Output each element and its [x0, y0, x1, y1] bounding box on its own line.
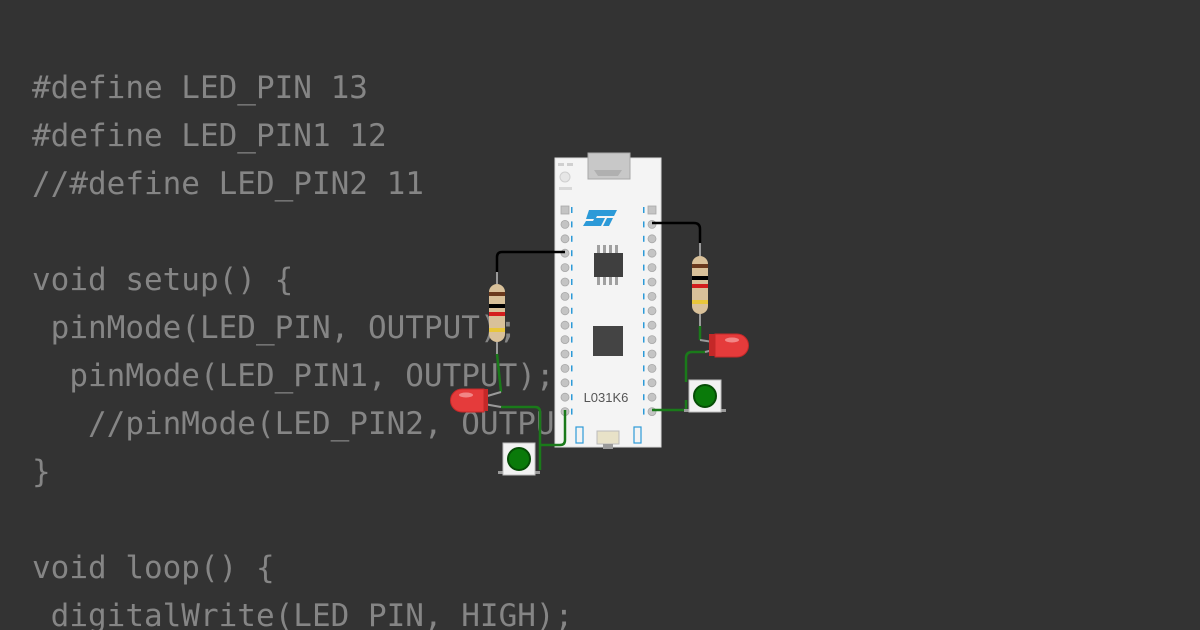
pin-silkscreen-mark — [571, 264, 573, 271]
header-pin[interactable] — [560, 306, 570, 316]
led-icon[interactable] — [450, 388, 502, 413]
smd-component — [558, 163, 564, 166]
pin-header-right — [643, 205, 657, 417]
wire-green[interactable] — [501, 405, 542, 470]
header-pin[interactable] — [647, 248, 657, 258]
pin-silkscreen-mark — [571, 394, 573, 401]
header-pin[interactable] — [560, 291, 570, 301]
pin-silkscreen-mark — [571, 322, 573, 329]
code-preview: #define LED_PIN 13 #define LED_PIN1 12 /… — [32, 64, 611, 630]
pin-silkscreen-mark — [643, 307, 645, 314]
header-pin[interactable] — [560, 234, 570, 244]
header-pin[interactable] — [647, 335, 657, 345]
pin-silkscreen-mark — [571, 235, 573, 242]
code-line: digitalWrite(LED_PIN, HIGH); — [32, 598, 574, 630]
header-pin[interactable] — [647, 291, 657, 301]
jumper — [633, 426, 642, 444]
mcu-chip — [593, 326, 623, 356]
header-pin[interactable] — [560, 320, 570, 330]
header-pin[interactable] — [647, 349, 657, 359]
code-line: //#define LED_PIN2 11 — [32, 166, 424, 202]
pin-silkscreen-mark — [643, 379, 645, 386]
pin-silkscreen-mark — [571, 336, 573, 343]
code-line: pinMode(LED_PIN1, OUTPUT); — [32, 358, 555, 394]
st-logo-icon — [583, 210, 617, 226]
pin-silkscreen-mark — [643, 235, 645, 242]
board-model-label: L031K6 — [584, 390, 629, 405]
smd-component — [567, 163, 573, 166]
resistor-icon[interactable] — [692, 243, 708, 326]
pin-silkscreen-mark — [571, 365, 573, 372]
pin-silkscreen-mark — [643, 221, 645, 228]
header-pin[interactable] — [560, 277, 570, 287]
pin-silkscreen-mark — [571, 379, 573, 386]
pin-silkscreen-mark — [571, 221, 573, 228]
smd-component — [559, 187, 572, 190]
pin-silkscreen-mark — [643, 365, 645, 372]
wire-green[interactable] — [495, 353, 503, 393]
header-pin[interactable] — [647, 234, 657, 244]
header-pin[interactable] — [647, 378, 657, 388]
pin-silkscreen-mark — [643, 264, 645, 271]
header-pin[interactable] — [560, 392, 570, 402]
header-pin[interactable] — [647, 219, 657, 229]
pin-header-left — [560, 205, 573, 417]
header-pin[interactable] — [647, 363, 657, 373]
pin-silkscreen-mark — [571, 279, 573, 285]
pin-silkscreen-mark — [571, 408, 573, 415]
pin-silkscreen-mark — [571, 207, 573, 213]
pushbutton-icon[interactable] — [498, 442, 540, 476]
bottom-connector-pin — [603, 444, 613, 449]
usb-connector-icon — [587, 152, 631, 180]
code-line: void setup() { — [32, 262, 294, 298]
header-pin[interactable] — [647, 205, 657, 215]
pin-silkscreen-mark — [643, 351, 645, 357]
header-pin[interactable] — [560, 205, 570, 215]
wire-black-left[interactable] — [495, 250, 565, 272]
pin-silkscreen-mark — [643, 279, 645, 285]
pin-silkscreen-mark — [643, 394, 645, 401]
pin-silkscreen-mark — [571, 351, 573, 357]
pin-silkscreen-mark — [571, 293, 573, 300]
code-line: #define LED_PIN1 12 — [32, 118, 387, 154]
wire-green[interactable] — [540, 410, 567, 447]
pin-silkscreen-mark — [571, 250, 573, 257]
led-icon[interactable] — [699, 333, 749, 358]
wire-green[interactable] — [684, 350, 705, 382]
pin-silkscreen-mark — [643, 408, 645, 415]
header-pin[interactable] — [647, 263, 657, 273]
header-pin[interactable] — [560, 219, 570, 229]
code-line: } — [32, 454, 51, 490]
header-pin[interactable] — [647, 277, 657, 287]
header-pin[interactable] — [560, 263, 570, 273]
pin-silkscreen-mark — [643, 336, 645, 343]
reset-button[interactable] — [559, 171, 571, 183]
header-pin[interactable] — [560, 378, 570, 388]
pin-silkscreen-mark — [643, 207, 645, 213]
code-line: pinMode(LED_PIN, OUTPUT); — [32, 310, 518, 346]
header-pin[interactable] — [647, 306, 657, 316]
resistor-icon[interactable] — [489, 272, 505, 354]
code-line: #define LED_PIN 13 — [32, 70, 368, 106]
nucleo-board[interactable]: L031K6 — [554, 152, 662, 449]
jumper — [575, 426, 584, 444]
pin-silkscreen-mark — [643, 293, 645, 300]
pin-silkscreen-mark — [643, 322, 645, 329]
header-pin[interactable] — [560, 349, 570, 359]
pin-silkscreen-mark — [571, 307, 573, 314]
code-line: void loop() { — [32, 550, 275, 586]
header-pin[interactable] — [647, 320, 657, 330]
bottom-connector — [596, 430, 620, 445]
header-pin[interactable] — [560, 363, 570, 373]
ic-chip-small — [594, 245, 623, 285]
wire-black-right[interactable] — [652, 221, 702, 243]
pushbutton-icon[interactable] — [684, 379, 726, 413]
pin-silkscreen-mark — [643, 250, 645, 257]
header-pin[interactable] — [560, 335, 570, 345]
header-pin[interactable] — [647, 392, 657, 402]
